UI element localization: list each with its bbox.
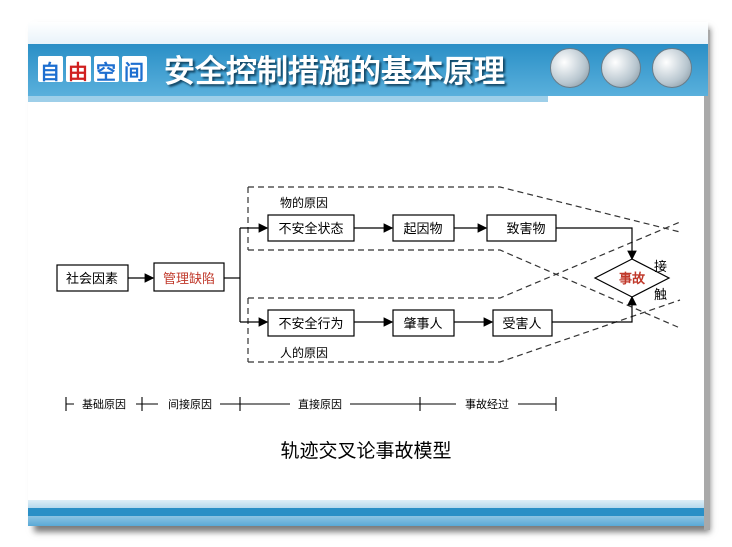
node-social-box xyxy=(56,264,129,292)
node-harm-obj: 致害物 xyxy=(506,221,545,237)
timeline-label-bg-4 xyxy=(456,396,518,412)
airplane-photo-icon xyxy=(652,48,692,88)
timeline-indirect: 间接原因 xyxy=(168,398,212,411)
timeline-process: 事故经过 xyxy=(465,397,509,411)
node-victim-box xyxy=(492,309,553,337)
timeline-label-bg-1 xyxy=(74,396,136,412)
node-accident-diamond xyxy=(593,258,671,298)
pylon-photo-icon xyxy=(601,48,641,88)
logo-char-4: 间 xyxy=(122,56,147,84)
label-object-cause: 物的原因 xyxy=(280,195,328,210)
logo-char-2: 由 xyxy=(66,56,91,84)
slide-canvas xyxy=(28,22,704,526)
label-human-cause: 人的原因 xyxy=(280,345,328,360)
timeline-label-bg-3 xyxy=(290,396,350,412)
header-stripe xyxy=(28,96,548,102)
logo: 自 由 空 间 xyxy=(38,56,147,84)
flow-lines xyxy=(128,223,637,327)
node-cause-obj: 起因物 xyxy=(403,222,442,237)
timeline-basic: 基础原因 xyxy=(82,398,126,411)
header-top-band xyxy=(28,22,708,44)
node-unsafe-act-box xyxy=(267,309,355,337)
dashed-envelope-object xyxy=(247,186,681,329)
node-mgmt: 管理缺陷 xyxy=(163,272,215,287)
slide-shadow xyxy=(704,30,710,530)
tower-photo-icon xyxy=(550,48,590,88)
timeline-direct: 直接原因 xyxy=(298,397,342,411)
node-perpetrator: 肇事人 xyxy=(403,317,442,332)
logo-char-1: 自 xyxy=(38,56,63,84)
node-perpetrator-box xyxy=(392,309,455,337)
node-social: 社会因素 xyxy=(66,271,118,287)
diagram-caption: 轨迹交叉论事故模型 xyxy=(280,440,451,462)
node-unsafe-state: 不安全状态 xyxy=(278,221,343,237)
timeline-label-bg-2 xyxy=(158,396,220,412)
dashed-envelope-human xyxy=(247,221,681,363)
node-unsafe-state-box xyxy=(267,214,355,242)
node-victim: 受害人 xyxy=(502,316,541,332)
node-unsafe-act: 不安全行为 xyxy=(278,316,343,332)
footer-stripe xyxy=(28,508,704,516)
node-harm-obj-box xyxy=(486,214,557,242)
page-title: 安全控制措施的基本原理 xyxy=(164,54,505,90)
label-contact-2: 触 xyxy=(654,288,667,303)
logo-char-3: 空 xyxy=(94,56,119,84)
node-cause-obj-box xyxy=(392,214,455,242)
node-mgmt-box xyxy=(153,262,225,292)
node-accident: 事故 xyxy=(619,271,646,287)
label-contact-1: 接 xyxy=(654,259,667,275)
